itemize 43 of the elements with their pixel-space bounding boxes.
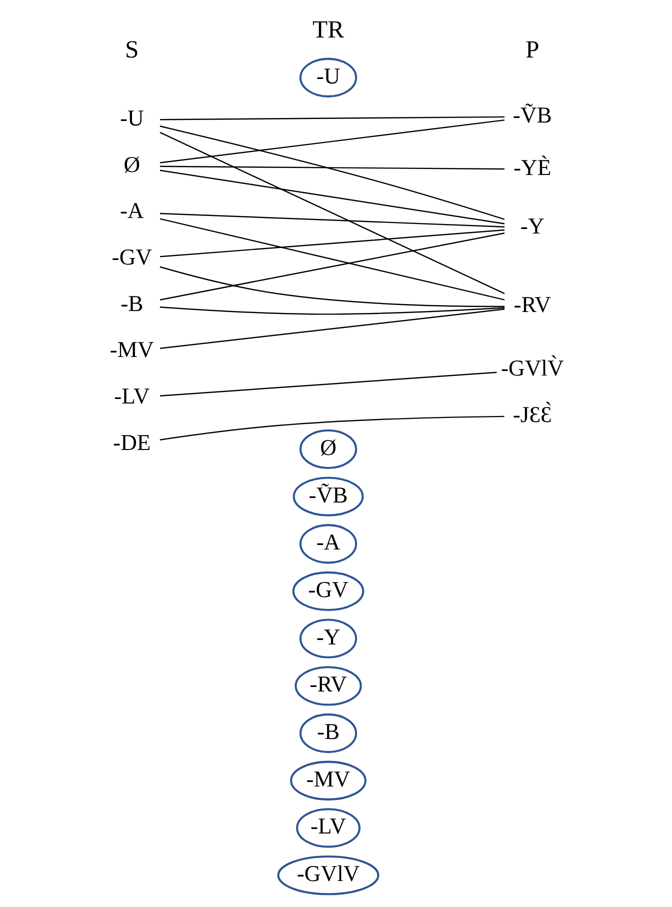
connector xyxy=(160,308,505,349)
node-text: -LV xyxy=(114,383,150,408)
node-ellipse: -LV xyxy=(296,808,360,848)
connector xyxy=(160,416,504,440)
node-ellipse: -GVlV xyxy=(277,855,380,896)
node-ellipse: Ø xyxy=(299,429,358,470)
connector xyxy=(160,212,505,228)
connector xyxy=(160,132,505,294)
node-text: -GV xyxy=(112,244,152,270)
node-ellipse: -Y xyxy=(299,618,358,658)
node-text: Ø xyxy=(124,152,140,177)
node-text: -A xyxy=(120,198,144,224)
node-text: -GVlV̀ xyxy=(500,356,564,381)
node-text: -RV xyxy=(514,292,551,317)
node-ellipse: -ṼB xyxy=(292,476,364,516)
node-ellipse: -A xyxy=(299,524,358,564)
label: S xyxy=(125,36,139,64)
node-text: -Y xyxy=(520,214,544,239)
connector xyxy=(160,372,497,396)
connector xyxy=(160,170,505,224)
connector xyxy=(160,266,505,308)
node-ellipse: -B xyxy=(299,713,358,754)
connector xyxy=(160,116,504,120)
label: P xyxy=(526,36,540,64)
node-text: -YÈ xyxy=(514,154,552,180)
node-text: -MV xyxy=(110,337,154,362)
node-text: -DE xyxy=(113,430,151,455)
connector xyxy=(160,232,505,300)
node-text: -ṼB xyxy=(512,102,552,128)
node-ellipse: -U xyxy=(299,58,358,98)
connector xyxy=(160,306,505,315)
node-ellipse: -RV xyxy=(294,666,362,706)
connector xyxy=(160,119,505,164)
node-text: -U xyxy=(120,106,144,131)
connector xyxy=(160,229,505,258)
node-ellipse: -GV xyxy=(292,571,364,612)
node-ellipse: -MV xyxy=(290,760,366,800)
node-text: -B xyxy=(120,290,144,316)
connector xyxy=(160,218,505,300)
node-text: -JƐƐ̀ xyxy=(512,402,552,428)
label: TR xyxy=(312,16,344,44)
connector xyxy=(160,126,505,220)
connector xyxy=(160,166,504,170)
